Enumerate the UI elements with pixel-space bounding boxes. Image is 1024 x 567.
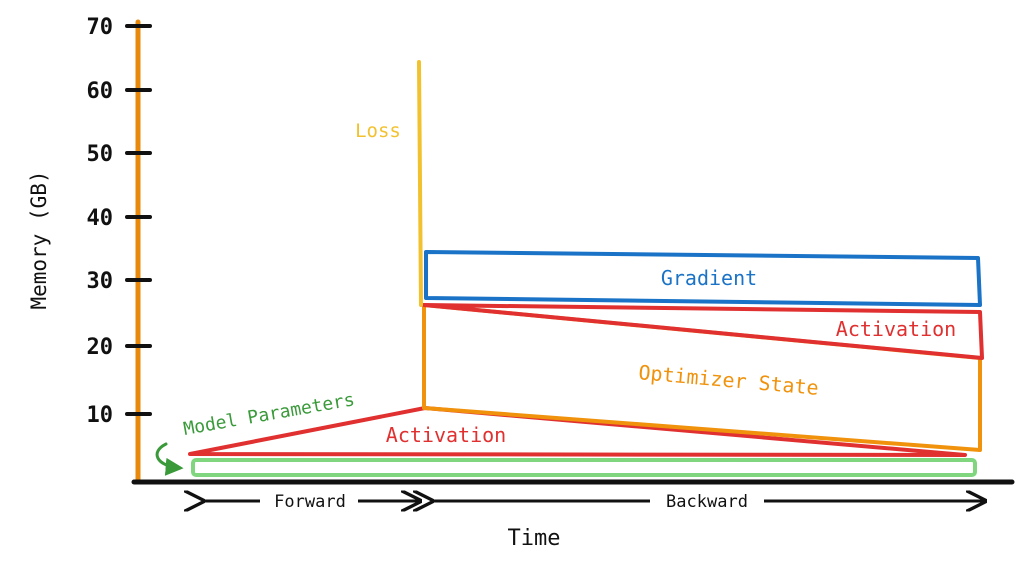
model-parameters-label: Model Parameters [182,389,356,440]
y-tick-label: 30 [87,269,114,294]
y-tick-label: 20 [87,335,114,360]
y-tick-label: 70 [87,15,114,40]
backward-activation-label: Activation [836,317,956,341]
backward-label: Backward [666,492,748,512]
x-axis-label: Time [508,526,561,551]
backward-activation-region [422,303,984,360]
y-tick-label: 50 [87,142,114,167]
y-ticks [125,24,152,416]
y-tick-label: 10 [87,403,114,428]
gradient-region [424,250,982,307]
forward-label: Forward [274,492,346,512]
model-parameters-pointer-icon [155,442,184,476]
y-tick-label: 40 [87,206,114,231]
forward-activation-region [188,406,967,457]
optimizer-state-label: Optimizer State [638,360,820,400]
gradient-label: Gradient [661,266,757,290]
model-parameters-bar [191,458,977,477]
y-tick-label: 60 [87,79,114,104]
loss-spike [417,60,423,307]
y-axis-label: Memory (GB) [27,170,51,309]
forward-activation-label: Activation [386,423,506,447]
loss-label: Loss [355,120,401,142]
